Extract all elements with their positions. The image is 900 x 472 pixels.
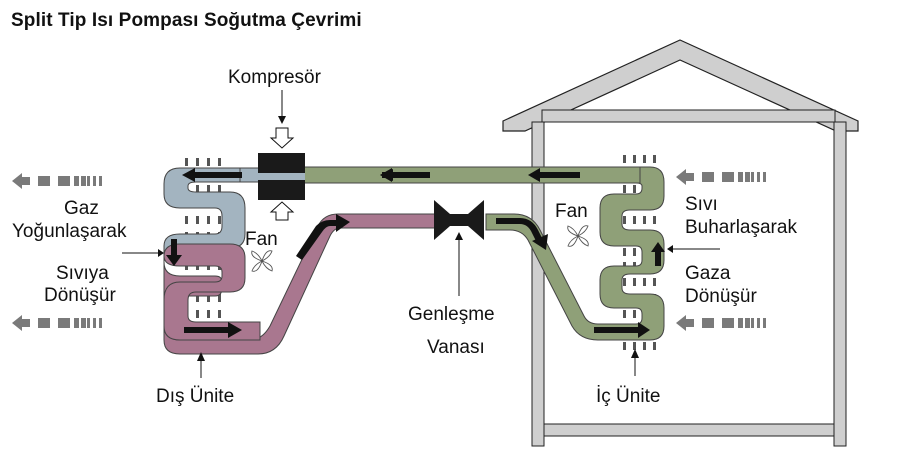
- evaporate-label-1: Sıvı: [685, 194, 718, 215]
- coil-fin: [218, 185, 221, 193]
- evaporate-label-2: Buharlaşarak: [685, 217, 797, 238]
- outdoor-coil-liquid-bend: [163, 243, 261, 341]
- dashed-arrow-left-icon: [12, 173, 102, 189]
- indoor-coil: [485, 166, 665, 341]
- fan-blade: [261, 250, 273, 262]
- coil-fin: [623, 310, 626, 318]
- coil-fin: [643, 342, 646, 350]
- house-wall-left: [531, 121, 545, 447]
- coil-fin: [196, 158, 199, 166]
- fan-blade: [577, 235, 589, 247]
- coil-fin: [643, 155, 646, 163]
- condense-label-1: Gaz: [64, 198, 99, 219]
- fan-blade: [261, 260, 273, 272]
- coil-fin: [207, 185, 210, 193]
- coil-fin: [653, 342, 656, 350]
- coil-fin: [633, 278, 636, 286]
- expansion-valve: [434, 200, 484, 240]
- fan-icon: [251, 250, 273, 272]
- coil-fin: [653, 155, 656, 163]
- dashed-arrow-left-icon: [676, 169, 766, 185]
- coil-fin: [185, 216, 188, 224]
- indoor-unit-pointer-head: [631, 349, 639, 358]
- flow-arrows: [166, 168, 665, 338]
- indoor-fan-label: Fan: [555, 201, 588, 222]
- coil-fin: [207, 216, 210, 224]
- indoor-unit-label: İç Ünite: [596, 386, 661, 407]
- coil-fin: [196, 310, 199, 318]
- coil-fin: [633, 310, 636, 318]
- fan-blade: [567, 235, 579, 247]
- coil-fin: [633, 216, 636, 224]
- outdoor-unit-pointer-head: [197, 352, 205, 361]
- valve-pointer-head: [455, 232, 463, 240]
- evaporate-label-3: Gaza: [685, 263, 731, 284]
- condense-label-4: Dönüşür: [44, 285, 116, 306]
- house-floor: [543, 423, 835, 437]
- house-ceiling: [541, 109, 836, 123]
- house-wall-right: [833, 121, 847, 447]
- coil-fin: [207, 294, 210, 302]
- coil-fin: [623, 278, 626, 286]
- compressor-label: Kompresör: [228, 67, 321, 88]
- coil-fin: [218, 158, 221, 166]
- fan-icon: [567, 225, 589, 247]
- coil-fin: [623, 342, 626, 350]
- condense-label-3: Sıvıya: [56, 263, 109, 284]
- fan-blade: [251, 260, 263, 272]
- coil-fin: [218, 216, 221, 224]
- dashed-arrow-left-icon: [676, 315, 766, 331]
- coil-fin: [207, 158, 210, 166]
- evaporate-pointer-head: [667, 245, 673, 253]
- coil-fin: [196, 216, 199, 224]
- expansion-label-2: Vanası: [427, 337, 485, 358]
- condense-label-2: Yoğunlaşarak: [12, 221, 127, 242]
- dashed-arrow-left-icon: [12, 315, 102, 331]
- coil-fin: [623, 155, 626, 163]
- coil-fin: [633, 342, 636, 350]
- outdoor-unit-label: Dış Ünite: [156, 386, 235, 407]
- fan-blade: [577, 225, 589, 237]
- coil-fin: [643, 278, 646, 286]
- expansion-label-1: Genleşme: [408, 304, 495, 325]
- coil-fin: [633, 248, 636, 256]
- coil-fin: [653, 216, 656, 224]
- coil-fin: [623, 248, 626, 256]
- fan-blade: [567, 225, 579, 237]
- coil-fin: [643, 216, 646, 224]
- condense-pointer-head: [158, 249, 164, 257]
- diagram-title: Split Tip Isı Pompası Soğutma Çevrimi: [11, 10, 362, 31]
- compressor: [258, 153, 305, 200]
- coil-fin: [185, 158, 188, 166]
- coil-fin: [653, 278, 656, 286]
- suction-line: [299, 166, 641, 184]
- evaporate-label-4: Dönüşür: [685, 286, 757, 307]
- coil-fin: [196, 185, 199, 193]
- fan-blade: [251, 250, 263, 262]
- compressor-pointer: [269, 90, 295, 221]
- house-outline: [502, 39, 859, 447]
- coil-fin: [218, 310, 221, 318]
- coil-fin: [218, 294, 221, 302]
- coil-fin: [623, 216, 626, 224]
- coil-fin: [633, 155, 636, 163]
- coil-fin: [207, 310, 210, 318]
- coil-fin: [633, 185, 636, 193]
- outdoor-fan-label: Fan: [245, 229, 278, 250]
- coil-fin: [623, 185, 626, 193]
- coil-fin: [196, 294, 199, 302]
